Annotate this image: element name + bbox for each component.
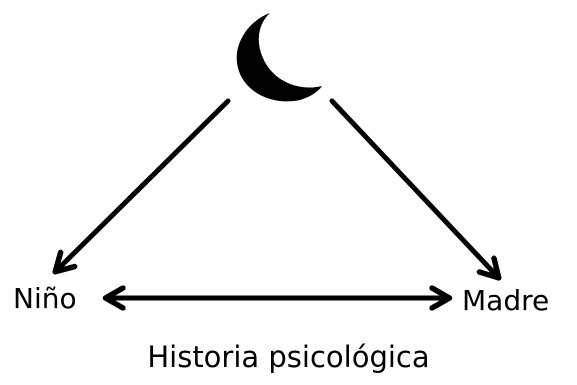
crescent-moon-icon — [236, 13, 322, 102]
node-label-child: Niño — [13, 282, 77, 315]
diagram-caption: Historia psicológica — [147, 340, 430, 374]
arrow-moon-to-mother — [329, 98, 497, 276]
arrow-moon-to-child — [57, 98, 231, 270]
node-label-mother: Madre — [462, 284, 550, 317]
